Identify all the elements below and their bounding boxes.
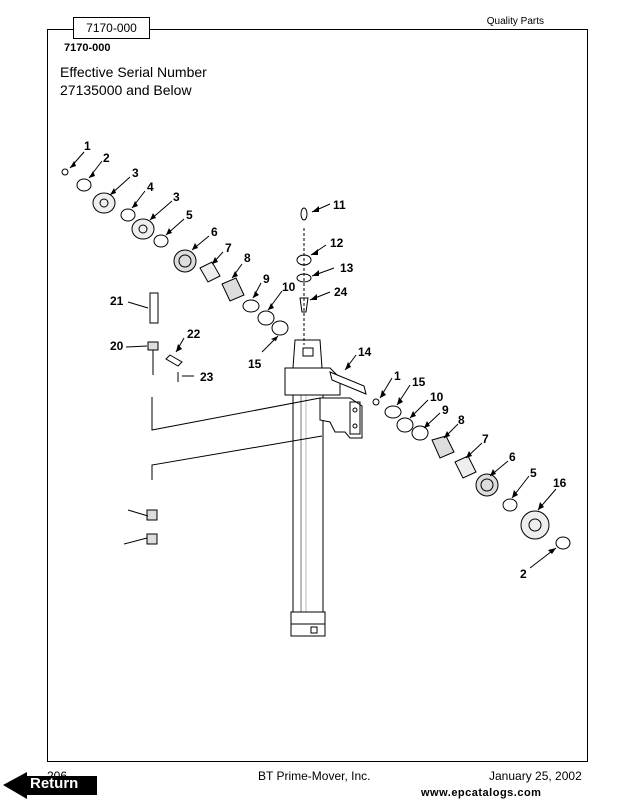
return-button[interactable] (3, 772, 98, 798)
misc-parts (146, 292, 183, 545)
callout-10a: 10 (282, 280, 296, 294)
callout-13: 13 (340, 261, 354, 275)
callout-6a: 6 (211, 225, 218, 239)
footer-date: January 25, 2002 (489, 769, 582, 783)
callout-7a: 7 (225, 241, 232, 255)
callout-9a: 9 (263, 272, 270, 286)
callout-10b: 10 (430, 390, 444, 404)
callout-1a: 1 (84, 139, 91, 153)
callout-15a: 15 (248, 357, 262, 371)
callout-24: 24 (334, 285, 348, 299)
callout-8a: 8 (244, 251, 251, 265)
callout-5b: 5 (530, 466, 537, 480)
page-frame (47, 29, 588, 762)
watermark: www.epcatalogs.com (421, 787, 542, 799)
callout-2a: 2 (103, 151, 110, 165)
part-code: 7170-000 (64, 42, 111, 54)
callout-5a: 5 (186, 208, 193, 222)
callout-22: 22 (187, 327, 201, 341)
callout-14: 14 (358, 345, 372, 359)
callout-9b: 9 (442, 403, 449, 417)
callout-6b: 6 (509, 450, 516, 464)
serial-line-1: Effective Serial Number (60, 64, 207, 80)
leader-arrowheads (70, 161, 556, 554)
callout-7b: 7 (482, 432, 489, 446)
lower-right-parts (329, 371, 571, 550)
upper-parts (61, 168, 312, 336)
quality-parts-label: Quality Parts (486, 16, 544, 27)
callout-23: 23 (200, 370, 214, 384)
callout-15b: 15 (412, 375, 426, 389)
callout-3b: 3 (173, 190, 180, 204)
callout-16: 16 (553, 476, 567, 490)
callout-20: 20 (110, 339, 124, 353)
doc-number-tab: 7170-000 (73, 17, 150, 39)
callout-8b: 8 (458, 413, 465, 427)
callout-21: 21 (110, 294, 124, 308)
serial-line-2: 27135000 and Below (60, 82, 192, 98)
callout-12: 12 (330, 236, 344, 250)
callout-3a: 3 (132, 166, 139, 180)
callout-labels: 1 2 3 4 3 5 6 7 8 9 10 15 11 12 13 24 21… (84, 139, 567, 581)
steering-column (284, 318, 363, 637)
callout-2b: 2 (520, 567, 527, 581)
callout-1b: 1 (394, 369, 401, 383)
footer-company: BT Prime-Mover, Inc. (258, 769, 371, 783)
page-number: 206 (47, 769, 68, 783)
return-arrow-icon (3, 772, 97, 799)
callout-4a: 4 (147, 180, 154, 194)
callout-11: 11 (333, 198, 346, 212)
